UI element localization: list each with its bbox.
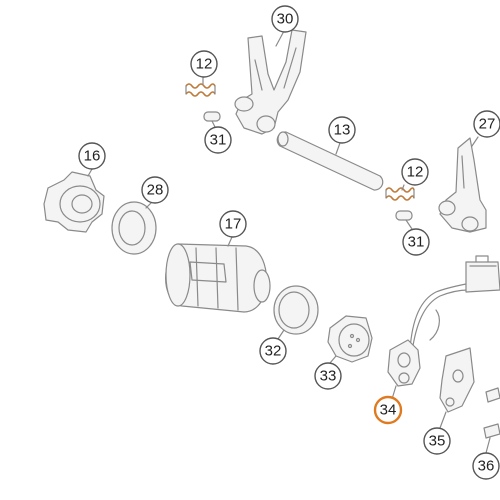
callout-27: 27 <box>471 110 500 147</box>
callout-35: 35 <box>423 411 451 455</box>
spring-12-top <box>185 83 216 97</box>
callout-36: 36 <box>472 437 500 480</box>
pin-31-top <box>203 111 221 122</box>
shift-rail-13 <box>276 131 384 191</box>
cap-33 <box>327 315 373 363</box>
callout-33: 33 <box>314 355 342 390</box>
spring-12-right <box>385 187 415 201</box>
shift-star-16 <box>43 171 105 233</box>
callout-28-label: 28 <box>147 182 164 199</box>
callout-27-label: 27 <box>479 116 496 133</box>
callout-31-top: 31 <box>204 120 232 154</box>
pin-31-right <box>395 210 413 221</box>
callout-33-label: 33 <box>320 368 337 385</box>
callout-34-label: 34 <box>380 402 397 419</box>
shift-fork-27 <box>438 137 487 233</box>
callout-12-top: 12 <box>190 50 218 85</box>
callout-13-label: 13 <box>334 122 351 139</box>
callout-12-right: 12 <box>401 158 429 191</box>
callout-17: 17 <box>219 210 247 247</box>
callout-36-label: 36 <box>478 458 495 475</box>
callout-13: 13 <box>328 116 356 155</box>
ring-32 <box>273 285 319 335</box>
callout-16: 16 <box>78 142 106 177</box>
callout-32: 32 <box>259 329 287 365</box>
callout-34: 34 <box>373 385 403 425</box>
callout-32-label: 32 <box>265 343 282 360</box>
callout-31-right: 31 <box>402 219 430 256</box>
callout-35-label: 35 <box>429 433 446 450</box>
gear-position-sensor-34 <box>387 255 500 387</box>
callout-28: 28 <box>141 176 169 209</box>
callout-17-label: 17 <box>225 216 242 233</box>
callout-31-right-label: 31 <box>408 234 425 251</box>
bearing-ring-28 <box>111 201 157 255</box>
callout-31-top-label: 31 <box>210 132 227 149</box>
callout-12-top-label: 12 <box>196 56 213 73</box>
shift-fork-30 <box>234 29 307 135</box>
callout-12-right-label: 12 <box>407 164 424 181</box>
callout-16-label: 16 <box>84 148 101 165</box>
callout-30: 30 <box>271 5 299 47</box>
plate-35 <box>439 347 475 413</box>
screws-36 <box>483 387 500 439</box>
shift-drum-17 <box>165 243 271 313</box>
callout-30-label: 30 <box>277 11 294 28</box>
